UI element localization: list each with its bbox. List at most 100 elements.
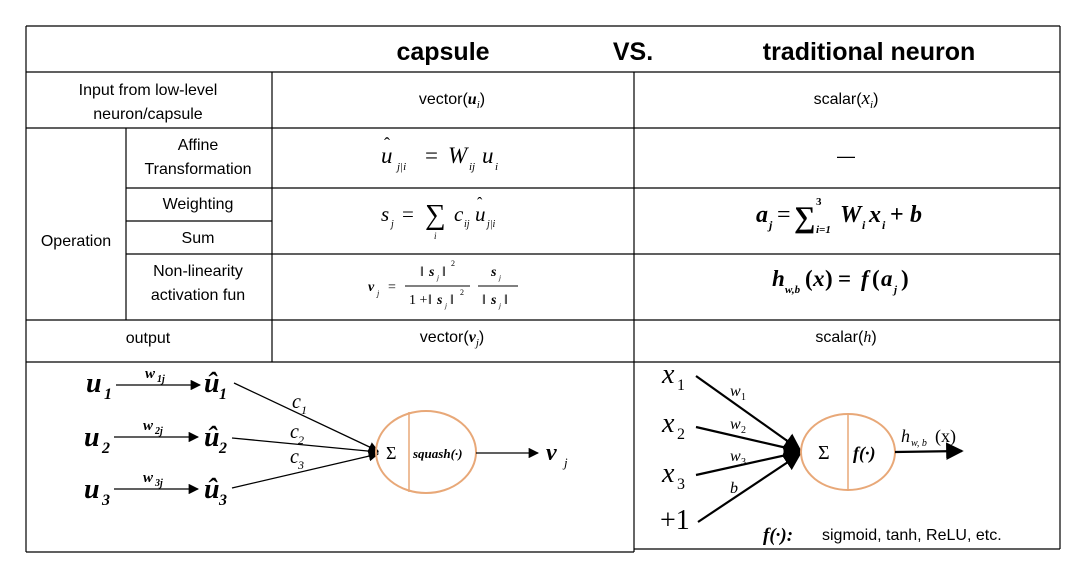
svg-text:j|i: j|i: [395, 161, 406, 173]
svg-text:1: 1: [104, 386, 112, 403]
svg-text:u: u: [84, 422, 100, 453]
affine-label-line2: Transformation: [145, 161, 252, 178]
svg-text:2: 2: [101, 440, 110, 457]
svg-text:s: s: [436, 293, 443, 308]
svg-text:ij: ij: [469, 161, 475, 173]
svg-text:u: u: [86, 368, 102, 399]
affine-neuron-dash: —: [837, 146, 855, 166]
table-grid: [25, 25, 1061, 553]
weighting-neuron-formula: a j = ∑ 3 i=1 W i x i + b: [756, 196, 922, 236]
affine-capsule-formula: u ˆ j|i = W ij u i: [381, 134, 498, 173]
svg-text:3: 3: [101, 492, 110, 509]
svg-text:=: =: [777, 202, 791, 228]
svg-text:1: 1: [219, 386, 227, 403]
neuron-weight-b: b: [730, 480, 738, 497]
svg-text:i: i: [434, 231, 437, 241]
svg-text:=: =: [402, 202, 414, 226]
svg-text:2j: 2j: [154, 426, 163, 437]
svg-text:v: v: [546, 440, 557, 466]
svg-text:j: j: [444, 302, 447, 310]
weighting-capsule-formula: s j = ∑ i c ij u ˆ j|i: [381, 195, 496, 241]
nonlinear-capsule-formula: v j = ‖ s j ‖ 2 1 + ‖ s j ‖ 2 s j ‖ s j …: [368, 259, 518, 310]
svg-text:‖: ‖: [442, 265, 446, 280]
svg-text:i: i: [862, 218, 866, 232]
svg-text:w: w: [145, 366, 156, 382]
capsule-squash-function: squash(·): [412, 446, 463, 461]
svg-text:1: 1: [741, 392, 746, 403]
svg-text:i: i: [882, 218, 886, 232]
svg-text:ij: ij: [464, 219, 470, 230]
svg-text:W: W: [840, 202, 863, 228]
svg-text:(: (: [872, 266, 880, 291]
svg-text:x: x: [661, 458, 675, 489]
svg-text:+: +: [890, 202, 904, 228]
output-neuron-value: scalar(h): [815, 329, 876, 346]
svg-text:2: 2: [741, 425, 746, 436]
header-traditional-neuron: traditional neuron: [763, 38, 976, 66]
svg-text:u: u: [475, 202, 486, 226]
svg-text:1: 1: [301, 403, 307, 417]
svg-text:x: x: [868, 202, 881, 228]
svg-text:w: w: [143, 470, 154, 486]
svg-text:w: w: [143, 418, 154, 434]
nonlinear-label-line1: Non-linearity: [153, 263, 243, 280]
svg-text:): ): [901, 266, 909, 291]
svg-text:3j: 3j: [154, 478, 163, 489]
svg-text:j: j: [498, 274, 501, 282]
sum-label: Sum: [182, 230, 215, 247]
input-capsule-value: vector(ui): [419, 91, 485, 111]
svg-text:s: s: [490, 265, 497, 280]
input-label-line2: neuron/capsule: [93, 106, 203, 123]
svg-text:‖: ‖: [482, 293, 486, 308]
svg-text:1 +: 1 +: [409, 293, 428, 308]
svg-text:j: j: [389, 219, 394, 230]
nonlinear-neuron-formula: h w,b ( x ) = f ( a j ): [772, 266, 909, 296]
svg-text:): ): [825, 266, 833, 291]
svg-text:a: a: [756, 202, 768, 228]
capsule-sum-symbol: Σ: [386, 443, 396, 463]
affine-label-line1: Affine: [178, 137, 219, 154]
svg-text:û: û: [204, 422, 220, 453]
neuron-footnote: f(·): sigmoid, tanh, ReLU, etc.: [763, 525, 1002, 546]
svg-text:i: i: [495, 161, 498, 173]
svg-text:w,b: w,b: [785, 284, 801, 296]
svg-text:(x): (x): [935, 426, 956, 447]
svg-text:3: 3: [677, 476, 685, 493]
header-capsule: capsule: [396, 38, 489, 66]
svg-text:j: j: [498, 302, 501, 310]
svg-text:j|i: j|i: [485, 219, 496, 230]
weighting-label: Weighting: [163, 196, 234, 213]
svg-text:j: j: [767, 218, 773, 232]
input-neuron-value: scalar(xi): [814, 88, 879, 111]
svg-text:w, b: w, b: [911, 438, 927, 449]
svg-text:x: x: [661, 359, 675, 390]
svg-text:v: v: [368, 280, 375, 295]
svg-text:=: =: [838, 266, 851, 291]
svg-text:i=1: i=1: [816, 224, 831, 236]
svg-text:2: 2: [451, 259, 455, 268]
svg-text:ˆ: ˆ: [477, 195, 483, 212]
svg-text:x: x: [661, 408, 675, 439]
svg-text:(: (: [805, 266, 813, 291]
svg-text:‖: ‖: [420, 265, 424, 280]
svg-text:1j: 1j: [157, 374, 165, 385]
nonlinear-label-line2: activation fun: [151, 287, 245, 304]
svg-text:W: W: [448, 143, 469, 168]
svg-text:j: j: [376, 289, 380, 298]
svg-text:‖: ‖: [428, 293, 432, 308]
neuron-input-bias: +1: [660, 505, 690, 536]
capsule-node: [375, 410, 477, 494]
svg-text:3: 3: [218, 492, 227, 509]
